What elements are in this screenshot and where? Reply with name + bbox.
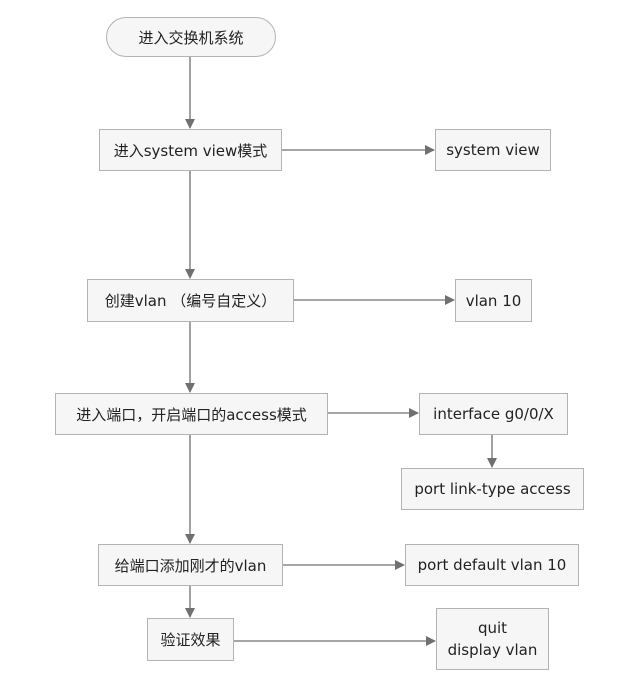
step4-command-label: port default vlan 10 bbox=[417, 556, 567, 574]
step3-command1-node: interface g0/0/X bbox=[419, 393, 568, 435]
step5-command-line2: display vlan bbox=[447, 641, 538, 659]
step1-command-label: system view bbox=[446, 141, 540, 159]
step3-label: 进入端口，开启端口的access模式 bbox=[76, 405, 307, 424]
step3-command2-label: port link-type access bbox=[414, 480, 571, 498]
step3-command1-label: interface g0/0/X bbox=[433, 405, 554, 423]
step5-label: 验证效果 bbox=[160, 631, 221, 649]
step4-node: 给端口添加刚才的vlan bbox=[98, 544, 283, 586]
step4-label: 给端口添加刚才的vlan bbox=[114, 556, 267, 575]
step2-node: 创建vlan （编号自定义） bbox=[87, 279, 294, 322]
step1-command-node: system view bbox=[435, 129, 551, 171]
step5-command-line1: quit bbox=[477, 619, 508, 637]
step3-node: 进入端口，开启端口的access模式 bbox=[55, 393, 328, 435]
step5-node: 验证效果 bbox=[147, 618, 234, 661]
step2-command-label: vlan 10 bbox=[465, 291, 522, 310]
step2-label: 创建vlan （编号自定义） bbox=[104, 292, 277, 310]
start-node: 进入交换机系统 bbox=[106, 17, 276, 57]
step2-command-node: vlan 10 bbox=[455, 279, 532, 322]
step5-command-node: quit display vlan bbox=[436, 608, 549, 670]
step1-node: 进入system view模式 bbox=[99, 129, 282, 171]
step1-label: 进入system view模式 bbox=[113, 141, 268, 160]
step3-command2-node: port link-type access bbox=[401, 468, 584, 510]
step4-command-node: port default vlan 10 bbox=[405, 544, 579, 586]
start-label: 进入交换机系统 bbox=[138, 28, 244, 47]
